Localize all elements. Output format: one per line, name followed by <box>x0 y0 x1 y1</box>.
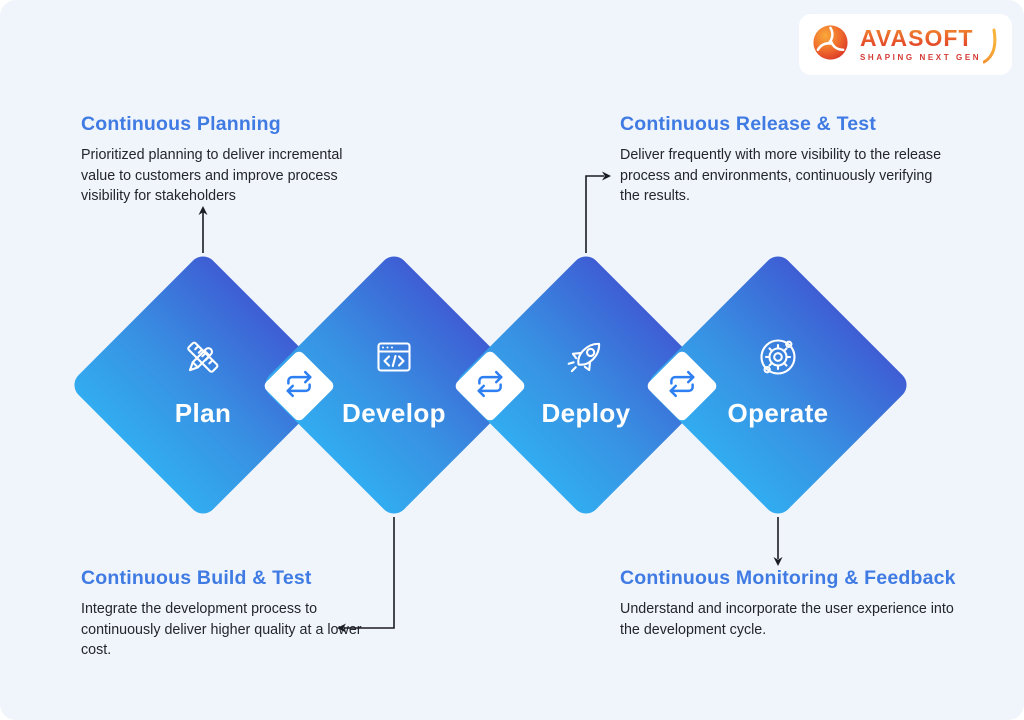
repeat-cycle-icon <box>667 369 697 404</box>
stage-diamond-deploy: Deploy <box>451 250 721 520</box>
cycle-connector <box>453 349 527 423</box>
cycle-connector <box>262 349 336 423</box>
stage-label-operate: Operate <box>727 398 829 428</box>
annotation-body: Deliver frequently with more visibility … <box>620 147 942 205</box>
repeat-cycle-icon <box>284 369 314 404</box>
arrowhead-down <box>773 557 783 566</box>
arrowhead-up <box>198 206 208 215</box>
stage-diamond-plan: Plan <box>68 250 338 520</box>
logo: AVASOFT SHAPING NEXT GEN <box>799 14 1012 75</box>
annotation-title: Continuous Monitoring & Feedback <box>620 567 956 589</box>
logo-swoosh-icon <box>982 28 999 68</box>
stage-label-develop: Develop <box>342 398 446 428</box>
stage-diamond-develop: Develop <box>259 250 529 520</box>
annotation-title: Continuous Planning <box>81 113 281 135</box>
stage-diamond-operate: Operate <box>643 250 913 520</box>
pencil-ruler-icon <box>179 333 227 386</box>
stage-label-deploy: Deploy <box>541 398 631 428</box>
cycle-connector <box>645 349 719 423</box>
rocket-icon <box>562 333 610 386</box>
repeat-cycle-icon <box>475 369 505 404</box>
annotation-continuous-planning: Continuous Planning Prioritized planning… <box>81 113 373 207</box>
logo-text: AVASOFT SHAPING NEXT GEN <box>860 27 999 64</box>
annotation-continuous-release-test: Continuous Release & Test Deliver freque… <box>620 113 942 207</box>
annotation-body: Integrate the development process to con… <box>81 601 362 659</box>
annotation-body: Prioritized planning to deliver incremen… <box>81 147 343 205</box>
avasoft-triskelion-icon <box>810 22 851 68</box>
logo-tagline: SHAPING NEXT GEN <box>860 53 982 62</box>
code-window-icon <box>370 333 418 386</box>
gear-orbit-icon <box>754 333 802 386</box>
annotation-body: Understand and incorporate the user expe… <box>620 601 954 638</box>
logo-wordmark: AVASOFT <box>860 27 981 50</box>
arrowhead-right <box>602 171 611 181</box>
stage-label-plan: Plan <box>174 398 232 428</box>
annotation-title: Continuous Release & Test <box>620 113 877 135</box>
annotation-continuous-monitoring-feedback: Continuous Monitoring & Feedback Underst… <box>620 567 972 640</box>
arrow-deploy-to-release <box>585 175 604 253</box>
annotation-continuous-build-test: Continuous Build & Test Integrate the de… <box>81 567 363 661</box>
annotation-title: Continuous Build & Test <box>81 567 312 589</box>
